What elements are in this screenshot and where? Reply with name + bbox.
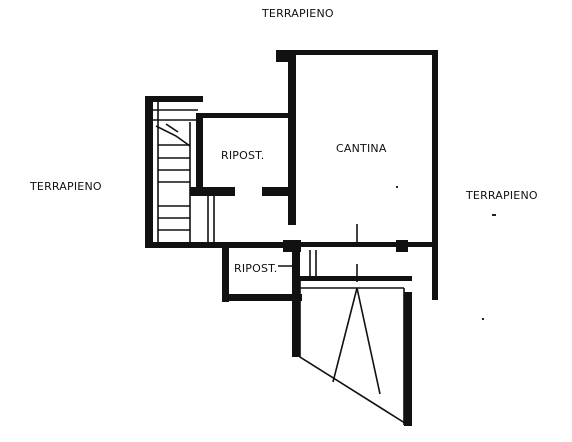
label-room-cantina: CANTINA [336,142,387,155]
plan-dots [396,186,496,320]
label-terrapieno-left: TERRAPIENO [29,180,102,193]
label-room-ripost-upper: RIPOST. [221,149,264,162]
exterior-walls [145,50,438,426]
interior-walls [190,113,408,252]
staircase [153,102,215,242]
door-marks [278,189,438,282]
label-room-ripost-lower: RIPOST. [234,262,277,275]
label-terrapieno-right: TERRAPIENO [465,189,538,202]
label-terrapieno-top: TERRAPIENO [261,7,334,20]
ramp-zone [299,280,409,426]
